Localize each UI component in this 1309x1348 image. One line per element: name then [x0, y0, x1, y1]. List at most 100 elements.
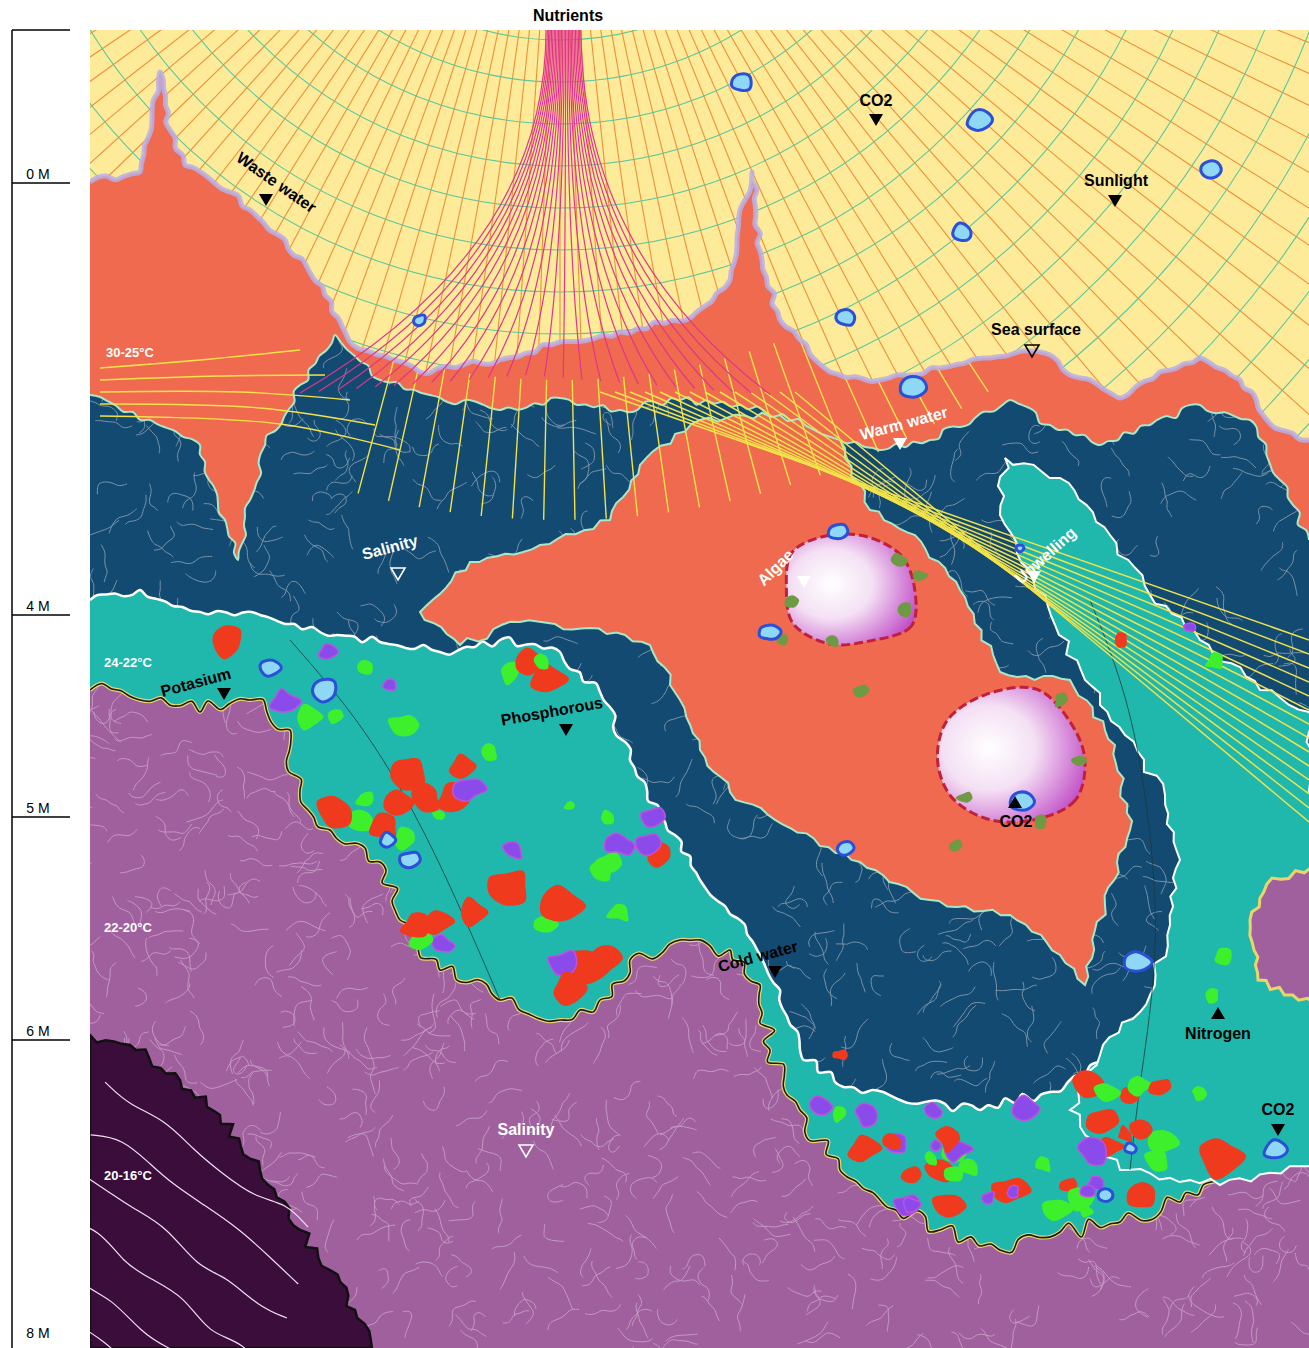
salinity-contour	[494, 937, 500, 978]
salinity-contour	[524, 728, 541, 756]
salinity-contour	[342, 515, 353, 549]
salinity-contour	[801, 1004, 814, 1039]
salinity-contour	[616, 1235, 632, 1269]
salinity-contour	[618, 1328, 653, 1342]
salinity-contour	[326, 1111, 349, 1129]
salinity-contour	[166, 983, 190, 1004]
scene	[90, 30, 1309, 1348]
salinity-contour	[240, 859, 272, 866]
salinity-contour	[514, 1300, 536, 1317]
salinity-contour	[391, 1138, 399, 1169]
salinity-contour	[348, 1134, 373, 1157]
salinity-contour	[90, 757, 95, 764]
salinity-contour	[1145, 886, 1155, 920]
salinity-contour	[408, 1074, 440, 1081]
sunlight-ray	[598, 379, 606, 519]
salinity-contour	[364, 962, 386, 978]
salinity-contour	[449, 1301, 476, 1326]
salinity-contour	[1256, 506, 1272, 524]
salinity-contour	[413, 661, 431, 684]
salinity-contour	[931, 1072, 961, 1078]
salinity-contour	[133, 1103, 164, 1117]
salinity-contour	[90, 728, 97, 743]
salinity-contour	[594, 1027, 606, 1064]
light-ray	[560, 30, 1309, 747]
salinity-contour	[332, 914, 362, 939]
salinity-contour	[985, 1061, 994, 1092]
salinity-contour	[455, 1005, 473, 1020]
salinity-contour	[456, 1110, 487, 1125]
salinity-contour	[752, 1002, 764, 1038]
salinity-contour	[192, 841, 205, 868]
salinity-contour	[1183, 466, 1210, 481]
salinity-contour	[591, 920, 618, 935]
salinity-contour	[575, 749, 600, 778]
sunlight-ray	[389, 364, 420, 501]
salinity-contour	[278, 1042, 302, 1054]
salinity-contour	[734, 1067, 762, 1077]
salinity-contour	[139, 1068, 161, 1092]
salinity-contour	[1032, 957, 1056, 979]
salinity-contour	[545, 1067, 571, 1086]
salinity-contour	[293, 465, 327, 474]
salinity-contour	[574, 451, 589, 484]
salinity-contour	[706, 977, 729, 999]
salinity-contour	[1002, 443, 1038, 453]
salinity-contour	[719, 1238, 736, 1270]
salinity-contour	[1245, 1301, 1254, 1343]
salinity-contour	[1136, 1289, 1149, 1317]
salinity-contour	[763, 1090, 778, 1109]
salinity-contour	[777, 1146, 800, 1163]
light-ray	[560, 30, 1309, 632]
salinity-contour	[300, 985, 337, 994]
salinity-contour	[541, 934, 559, 948]
salinity-contour	[606, 465, 630, 482]
salinity-contour	[293, 400, 314, 437]
salinity-contour	[786, 886, 800, 908]
salinity-contour	[561, 1023, 588, 1051]
salinity-contour	[156, 790, 188, 800]
salinity-contour	[666, 1053, 690, 1082]
salinity-contour	[1270, 1188, 1301, 1204]
salinity-contour	[660, 1126, 697, 1135]
salinity-contour	[848, 1274, 856, 1309]
salinity-contour	[187, 953, 202, 982]
salinity-contour	[351, 1016, 372, 1042]
salinity-contour	[578, 469, 606, 489]
salinity-contour	[423, 1087, 444, 1110]
light-ray	[560, 30, 1309, 1060]
salinity-contour	[90, 755, 94, 771]
salinity-contour	[1228, 1192, 1263, 1198]
salinity-contour	[594, 1066, 633, 1079]
salinity-contour	[686, 804, 714, 823]
salinity-contour	[580, 1206, 608, 1216]
salinity-contour	[1111, 893, 1118, 926]
salinity-contour	[731, 1275, 742, 1303]
salinity-contour	[740, 1006, 745, 1039]
salinity-contour	[161, 741, 192, 756]
salinity-contour	[609, 1135, 621, 1152]
salinity-contour	[516, 755, 549, 763]
salinity-contour	[302, 1192, 318, 1221]
sunlight-ray	[481, 377, 495, 516]
light-ray	[560, 30, 1084, 1348]
salinity-contour	[955, 431, 969, 460]
salinity-contour	[520, 942, 540, 973]
salinity-contour	[489, 1089, 522, 1103]
salinity-contour	[502, 962, 525, 993]
salinity-contour	[585, 1060, 611, 1070]
salinity-contour	[739, 815, 757, 839]
light-ray	[560, 30, 1309, 1315]
salinity-contour	[237, 767, 244, 799]
salinity-contour	[1112, 491, 1131, 517]
salinity-contour	[90, 955, 109, 962]
salinity-contour	[900, 929, 916, 953]
salinity-contour	[676, 759, 693, 797]
salinity-contour	[1261, 542, 1283, 570]
salinity-contour	[616, 1173, 629, 1199]
salinity-contour	[715, 1012, 737, 1036]
salinity-contour	[218, 891, 234, 908]
salinity-contour	[144, 1072, 168, 1086]
salinity-contour	[451, 1016, 465, 1051]
salinity-contour	[1183, 1197, 1205, 1216]
